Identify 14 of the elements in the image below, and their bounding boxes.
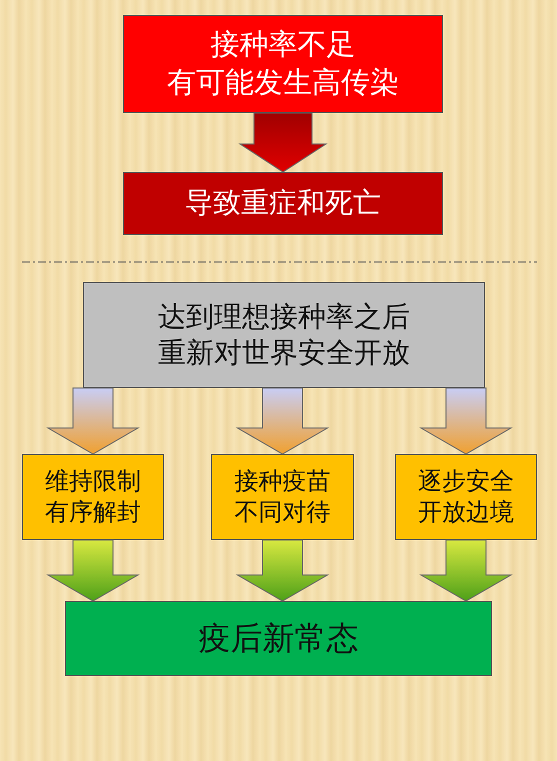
measure-box: 逐步安全开放边境 — [395, 454, 537, 540]
outcome-box: 疫后新常态 — [65, 601, 492, 676]
measure-box: 接种疫苗不同对待 — [211, 454, 354, 540]
measure-box: 维持限制有序解封 — [22, 454, 164, 540]
block-arrow — [236, 388, 330, 455]
block-arrow — [236, 540, 330, 602]
result-box: 导致重症和死亡 — [123, 172, 443, 235]
block-arrow — [419, 540, 513, 602]
block-arrow — [238, 112, 328, 173]
block-arrow — [46, 540, 140, 602]
block-arrow — [419, 388, 513, 455]
goal-box: 达到理想接种率之后重新对世界安全开放 — [83, 282, 485, 388]
block-arrow — [46, 388, 140, 455]
problem-box: 接种率不足有可能发生高传染 — [123, 15, 443, 113]
